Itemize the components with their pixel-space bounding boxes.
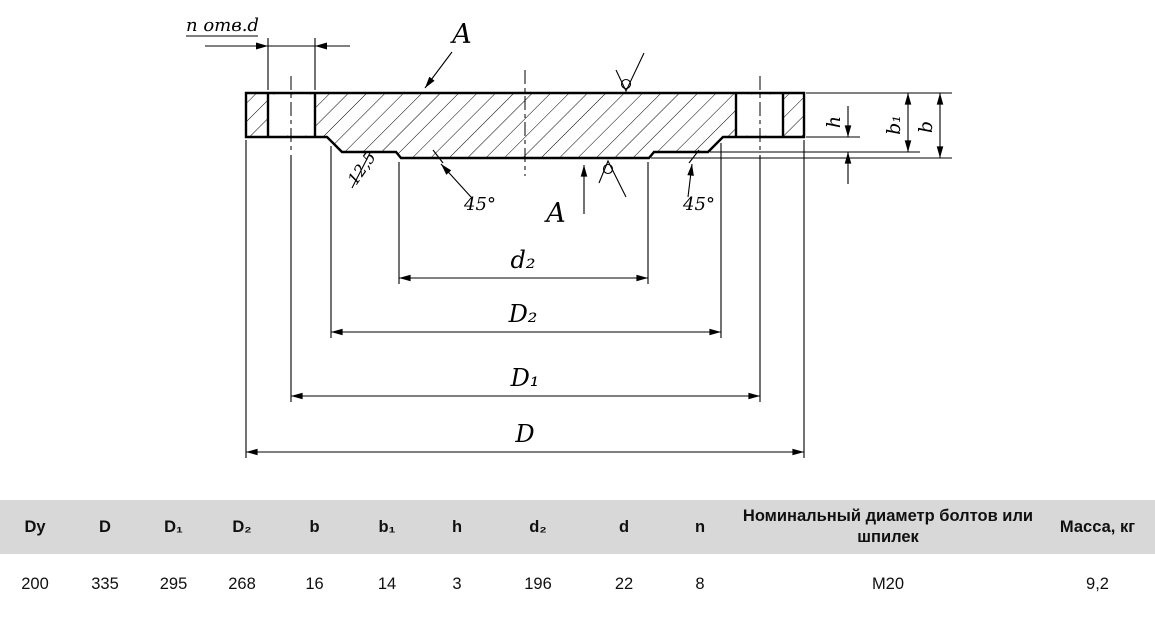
cell-mass: 9,2	[1086, 574, 1109, 593]
dim-label-d2: d₂	[511, 246, 536, 274]
header-cell-d2: d₂	[529, 517, 547, 536]
header-cell-dy: Dy	[24, 517, 46, 536]
header-cell-mass: Масса, кг	[1059, 517, 1136, 536]
chamfer-edge-left	[432, 149, 444, 164]
header-cell-d: d	[618, 517, 630, 536]
header-cell-D: D	[99, 517, 111, 536]
cell-b: 16	[305, 574, 324, 593]
header-cell-b: b	[309, 517, 320, 536]
header-cell-n: n	[694, 517, 706, 536]
dimension-lines	[186, 35, 944, 456]
dim-label-b1: b₁	[883, 115, 905, 135]
dim-label-h: h	[823, 116, 845, 128]
chamfer-label-right: 45°	[682, 194, 715, 215]
dim-label-D: D	[514, 420, 534, 448]
spec-table: Dy D D₁ D₂ b b₁ h d₂ d n Номинальный диа…	[0, 500, 1155, 614]
holes-note: n отв.d	[186, 15, 259, 36]
roughness-mark-top	[615, 52, 645, 93]
header-cell-bolt-diameter: Номинальный диаметр болтов или шпилек	[742, 507, 1034, 546]
header-cell-D1: D₁	[164, 517, 183, 536]
header-cell-b1: b₁	[378, 517, 396, 536]
cell-n: 8	[695, 574, 705, 593]
cell-h: 3	[452, 574, 462, 593]
header-cell-h: h	[451, 517, 463, 536]
extension-lines	[245, 38, 952, 458]
spec-table-row: 200 335 295 268 16 14 3 196 22 8 М20 9,2	[0, 554, 1155, 614]
cell-bolt-diameter: М20	[871, 574, 905, 593]
roughness-label: 12,5	[344, 148, 380, 188]
cell-d: 22	[614, 574, 634, 593]
dim-label-b: b	[915, 121, 937, 133]
cell-d2: 196	[524, 574, 552, 593]
flange-section	[244, 70, 806, 176]
header-cell-D2: D₂	[232, 517, 252, 536]
cell-D1: 295	[159, 574, 188, 593]
leader-lines	[351, 51, 694, 214]
dim-label-D2: D₂	[508, 300, 538, 328]
dim-label-D1: D₁	[510, 364, 540, 392]
chamfer-label-left: 45°	[463, 194, 496, 215]
cell-D: 335	[91, 574, 119, 593]
flange-drawing: n отв.d А А 12,5 45° 45° d₂ D₂ D₁ D h b₁…	[186, 15, 952, 458]
spec-table-header: Dy D D₁ D₂ b b₁ h d₂ d n Номинальный диа…	[0, 500, 1155, 554]
section-label-a-bottom: А	[544, 198, 566, 229]
cell-D2: 268	[228, 574, 256, 593]
cell-dy: 200	[21, 574, 49, 593]
cell-b1: 14	[377, 574, 397, 593]
section-label-a-top: А	[450, 19, 472, 50]
roughness-mark-bottom	[598, 159, 627, 198]
chamfer-edge-right	[688, 149, 700, 164]
